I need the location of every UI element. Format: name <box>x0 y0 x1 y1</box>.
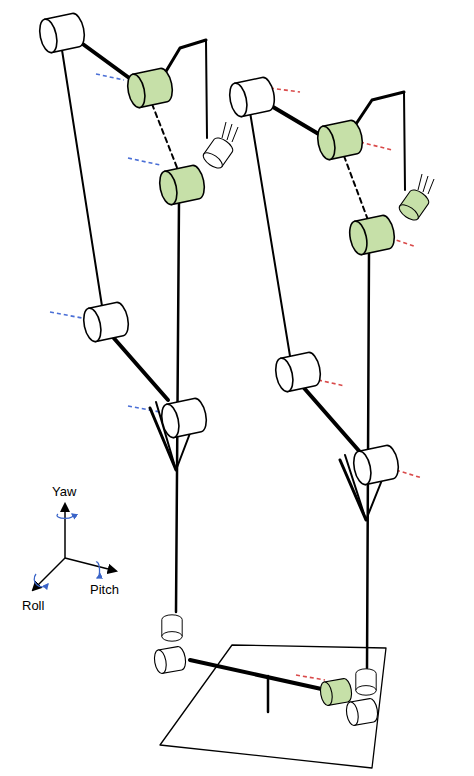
axis-label: Pitch <box>90 582 119 597</box>
coordinate-frame <box>33 504 116 590</box>
axis-label: Yaw <box>52 484 76 499</box>
axis-dashes <box>50 74 422 680</box>
sensor-marks <box>222 122 434 194</box>
joints <box>37 12 431 727</box>
axis-label: Roll <box>22 598 44 613</box>
leg-links <box>62 40 405 768</box>
